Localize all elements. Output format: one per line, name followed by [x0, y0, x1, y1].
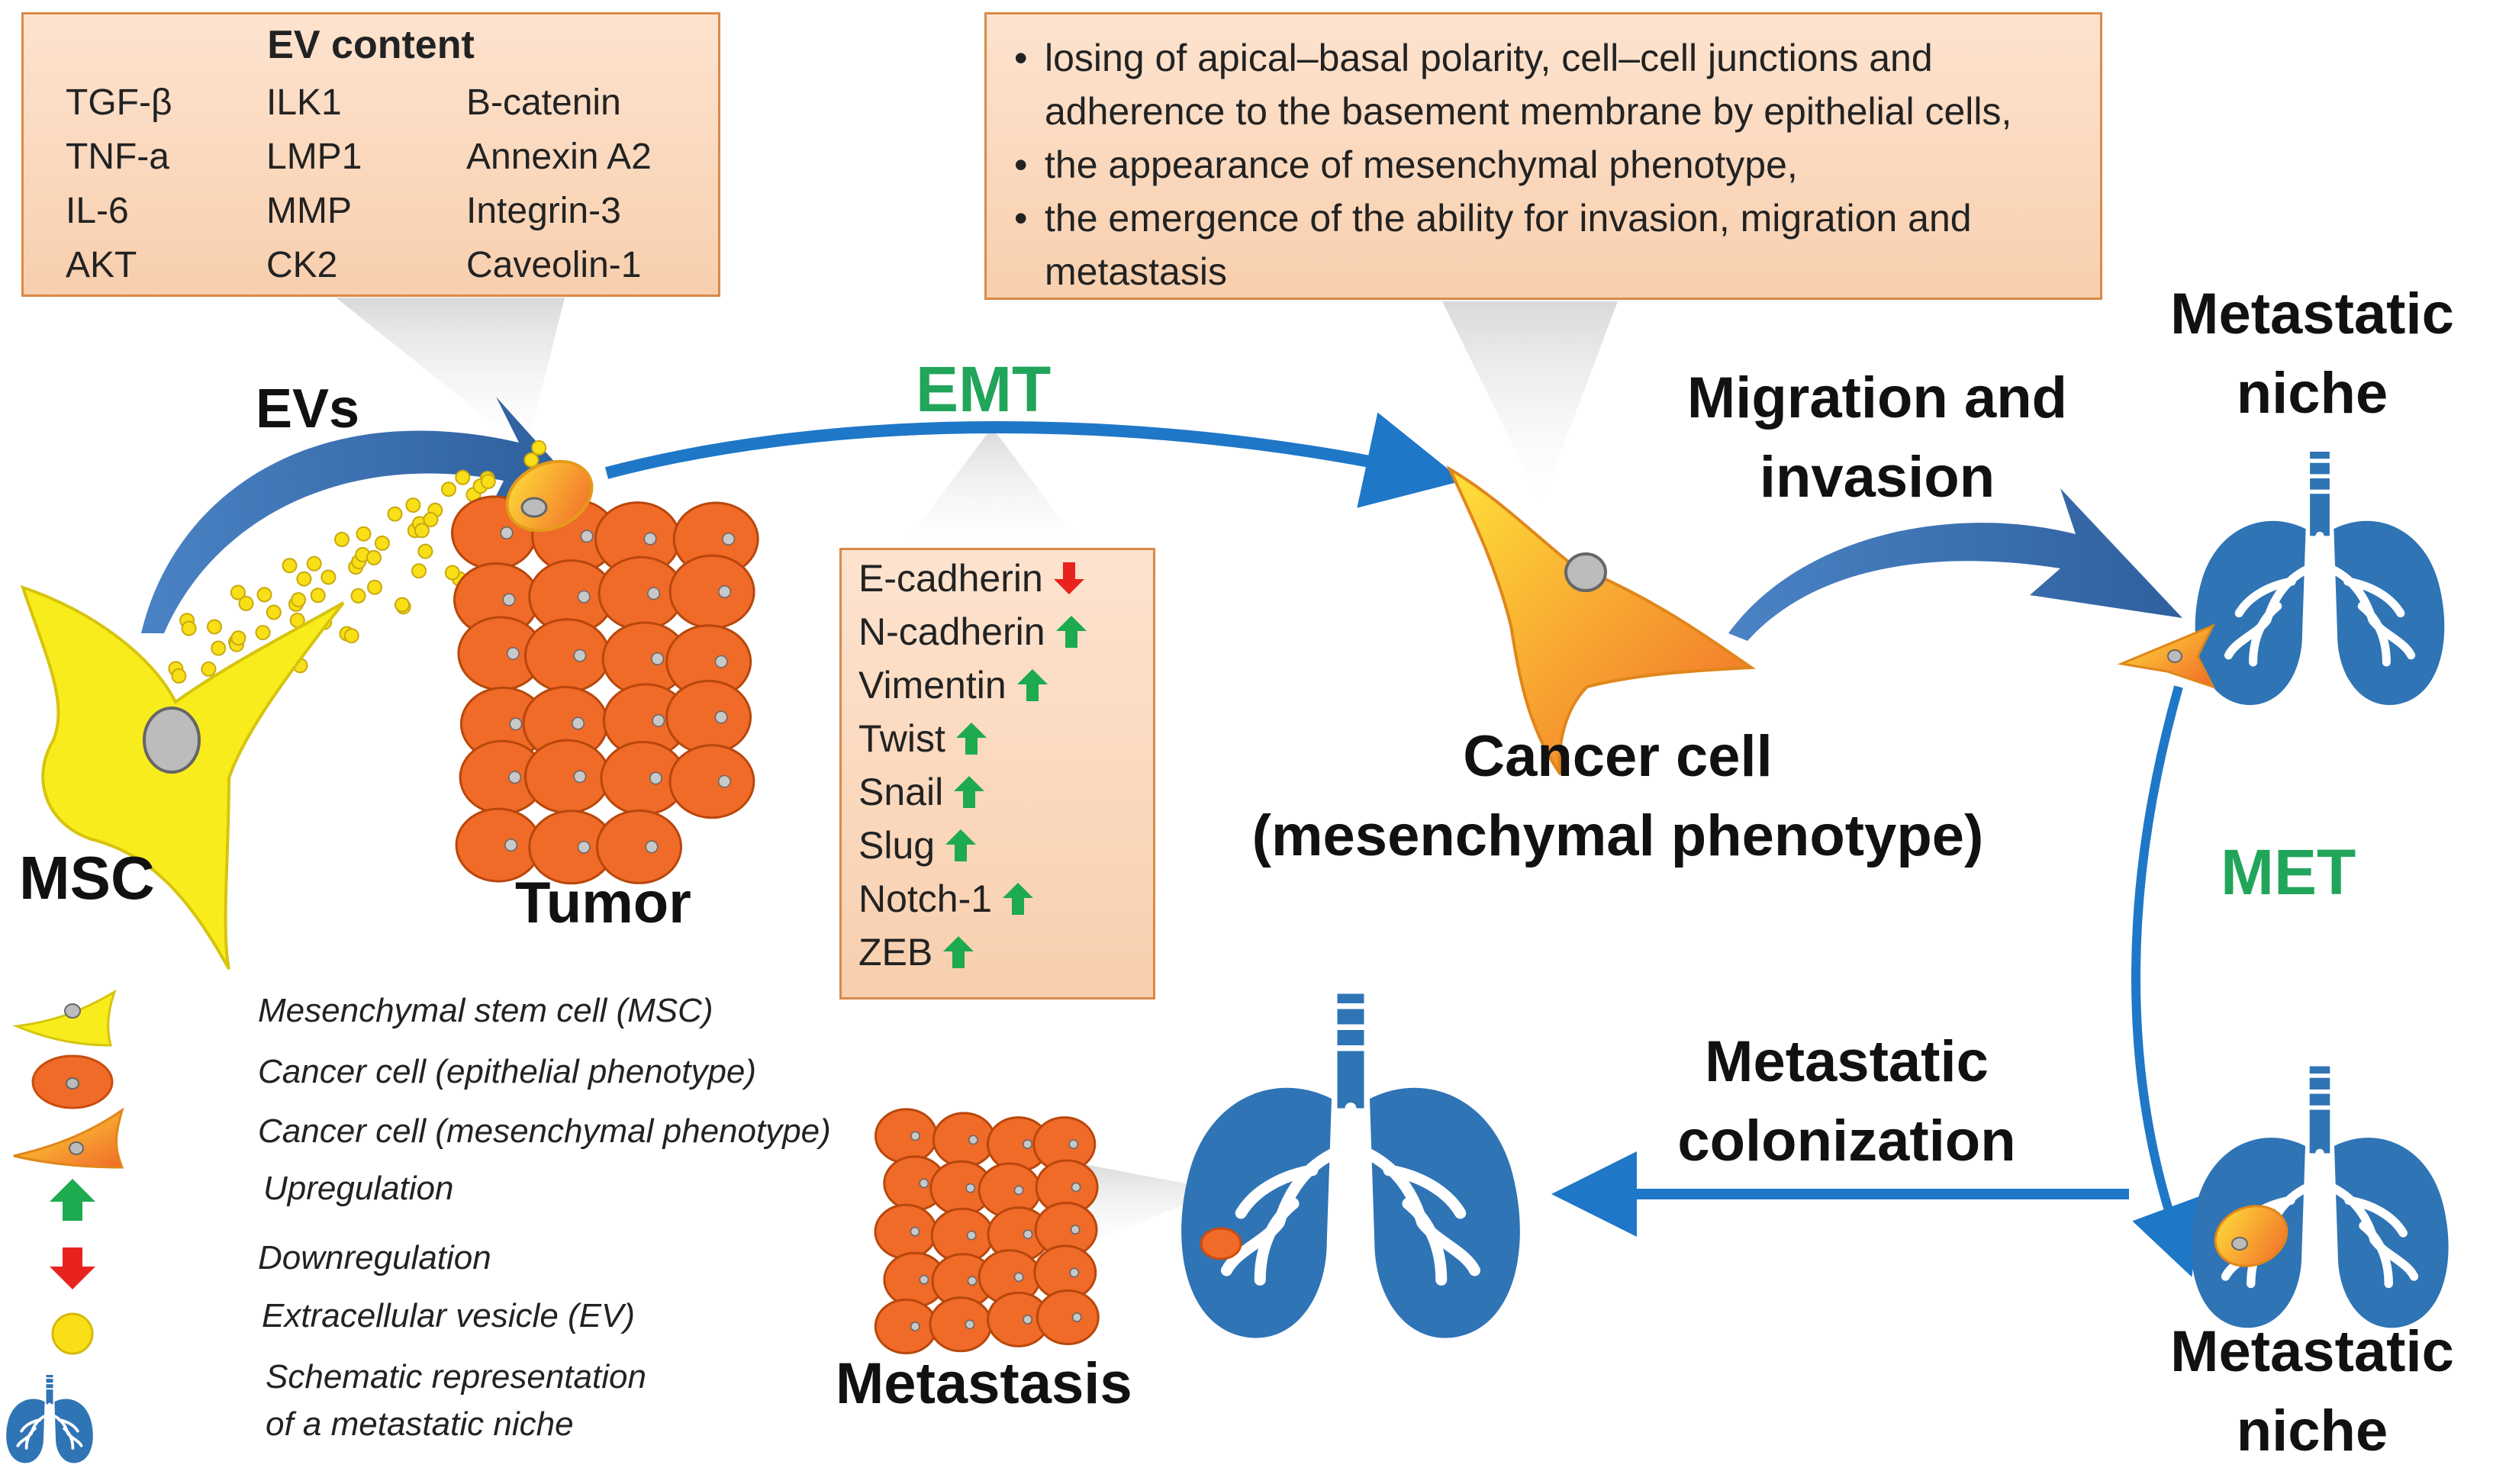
emt-label: EMT [916, 353, 1052, 425]
emt-effect-item: losing of apical–basal polarity, cell–ce… [1002, 31, 2085, 138]
legend-label: of a metastatic niche [266, 1405, 574, 1443]
marker-name: N-cadherin [858, 610, 1045, 653]
marker-name: Slug [858, 824, 936, 867]
marker-row: N-cadherin [858, 610, 1088, 654]
marker-name: Twist [858, 717, 945, 760]
marker-row: Slug [858, 823, 978, 868]
met-label: MET [2221, 836, 2356, 908]
legend-label: Downregulation [258, 1239, 491, 1276]
msc-label: MSC [19, 844, 155, 912]
ev-content-item: CK2 [266, 245, 338, 285]
up-arrow-icon [1003, 883, 1034, 915]
emt-callout-cone [1442, 301, 1618, 504]
up-arrow-icon [50, 1179, 95, 1221]
colonization-label: Metastatic colonization [1618, 1022, 2076, 1181]
legend-label: Extracellular vesicle (EV) [262, 1297, 636, 1334]
ev-content-item: MMP [266, 191, 352, 231]
migration-label-line1: Migration and [1686, 365, 2068, 430]
colonization-label-line1: Metastatic [1705, 1029, 1989, 1094]
emt-effect-line: adherence to the basement membrane by ep… [1045, 90, 2012, 133]
ev-content-item: AKT [66, 245, 137, 285]
niche-bottom-label: Metastatic niche [2160, 1312, 2465, 1471]
metastasis-label: Metastasis [836, 1351, 1132, 1416]
ev-content-item: Integrin-3 [466, 191, 621, 231]
ev-content-item: ILK1 [266, 82, 342, 123]
met-arrow [2131, 685, 2202, 1277]
msc-icon [12, 989, 117, 1047]
metastasis-callout-cone [1061, 1160, 1221, 1251]
up-arrow-icon [943, 936, 974, 968]
emt-effect-line: the emergence of the ability for invasio… [1045, 197, 1972, 240]
niche-top-label-line2: niche [2236, 361, 2388, 426]
up-arrow-icon [945, 829, 977, 861]
marker-name: ZEB [858, 931, 933, 974]
metastasis-cluster [874, 1108, 1100, 1354]
legend-icons [5, 989, 124, 1465]
ev-content-item: LMP1 [266, 137, 362, 177]
up-arrow-icon [1055, 616, 1087, 648]
evs-label: EVs [256, 378, 360, 439]
niche-bottom-label-line1: Metastatic [2170, 1319, 2454, 1384]
emt-effect-line: the appearance of mesenchymal phenotype, [1045, 143, 1798, 186]
ev-content-item: TGF-β [66, 82, 172, 123]
tumor-cluster [451, 495, 759, 885]
marker-name: Snail [858, 771, 944, 813]
ev-content-item: B-catenin [466, 82, 621, 123]
legend-label: Upregulation [263, 1170, 454, 1207]
legend-label: Cancer cell (mesenchymal phenotype) [258, 1112, 831, 1150]
legend-label: Cancer cell (epithelial phenotype) [258, 1053, 757, 1090]
ev-content-item: TNF-a [66, 137, 169, 177]
marker-row: E-cadherin [858, 556, 1086, 600]
emt-effect-item: the appearance of mesenchymal phenotype, [1002, 138, 2085, 192]
marker-row: Vimentin [858, 663, 1049, 707]
emt-effects-box: losing of apical–basal polarity, cell–ce… [984, 12, 2102, 300]
ev-content-item: Caveolin-1 [466, 245, 642, 285]
marker-row: ZEB [858, 930, 975, 974]
colonization-label-line2: colonization [1677, 1109, 2016, 1173]
vesicle-icon [51, 1312, 94, 1355]
emt-effect-line: metastasis [1045, 250, 1227, 293]
tumor-label: Tumor [515, 871, 691, 935]
migration-label: Migration and invasion [1664, 359, 2091, 517]
up-arrow-icon [1016, 669, 1048, 701]
up-arrow-icon [954, 776, 985, 808]
down-arrow-icon [50, 1247, 95, 1289]
ev-content-item: IL-6 [66, 191, 129, 231]
marker-callout-cone [900, 427, 1084, 549]
legend-label: Mesenchymal stem cell (MSC) [258, 992, 713, 1029]
marker-name: Vimentin [858, 664, 1007, 707]
up-arrow-icon [955, 723, 987, 755]
niche-top-label-line1: Metastatic [2170, 282, 2454, 346]
cancer-cell-label: Cancer cell (mesenchymal phenotype) [1236, 717, 1999, 876]
emt-effect-item: the emergence of the ability for invasio… [1002, 192, 2085, 298]
migration-arrow [1728, 488, 2182, 641]
emt-effects-list: losing of apical–basal polarity, cell–ce… [1002, 31, 2085, 298]
msc-cell [20, 584, 345, 970]
ev-callout-cone [336, 298, 565, 450]
emt-effect-line: losing of apical–basal polarity, cell–ce… [1045, 37, 1933, 79]
msc-to-tumor-arrow [141, 397, 565, 633]
ev-content-title: EV content [267, 23, 475, 67]
down-arrow-icon [1053, 562, 1084, 594]
marker-name: E-cadherin [858, 557, 1043, 600]
marker-row: Notch-1 [858, 877, 1035, 921]
cancer-cell-label-line1: Cancer cell [1463, 724, 1773, 789]
marker-row: Twist [858, 716, 988, 761]
ev-content-item: Annexin A2 [466, 137, 652, 177]
niche-bottom-label-line2: niche [2236, 1399, 2388, 1463]
emt-arrow [604, 412, 1463, 508]
lung-icon [5, 1373, 95, 1465]
niche-top-label: Metastatic niche [2160, 275, 2465, 433]
marker-row: Snail [858, 770, 986, 814]
mesenchymal-cell-icon [13, 1107, 124, 1169]
legend-label: Schematic representation [266, 1358, 646, 1395]
marker-name: Notch-1 [858, 877, 993, 920]
migration-label-line2: invasion [1759, 445, 1995, 510]
cancer-cell-label-line2: (mesenchymal phenotype) [1251, 803, 1984, 868]
